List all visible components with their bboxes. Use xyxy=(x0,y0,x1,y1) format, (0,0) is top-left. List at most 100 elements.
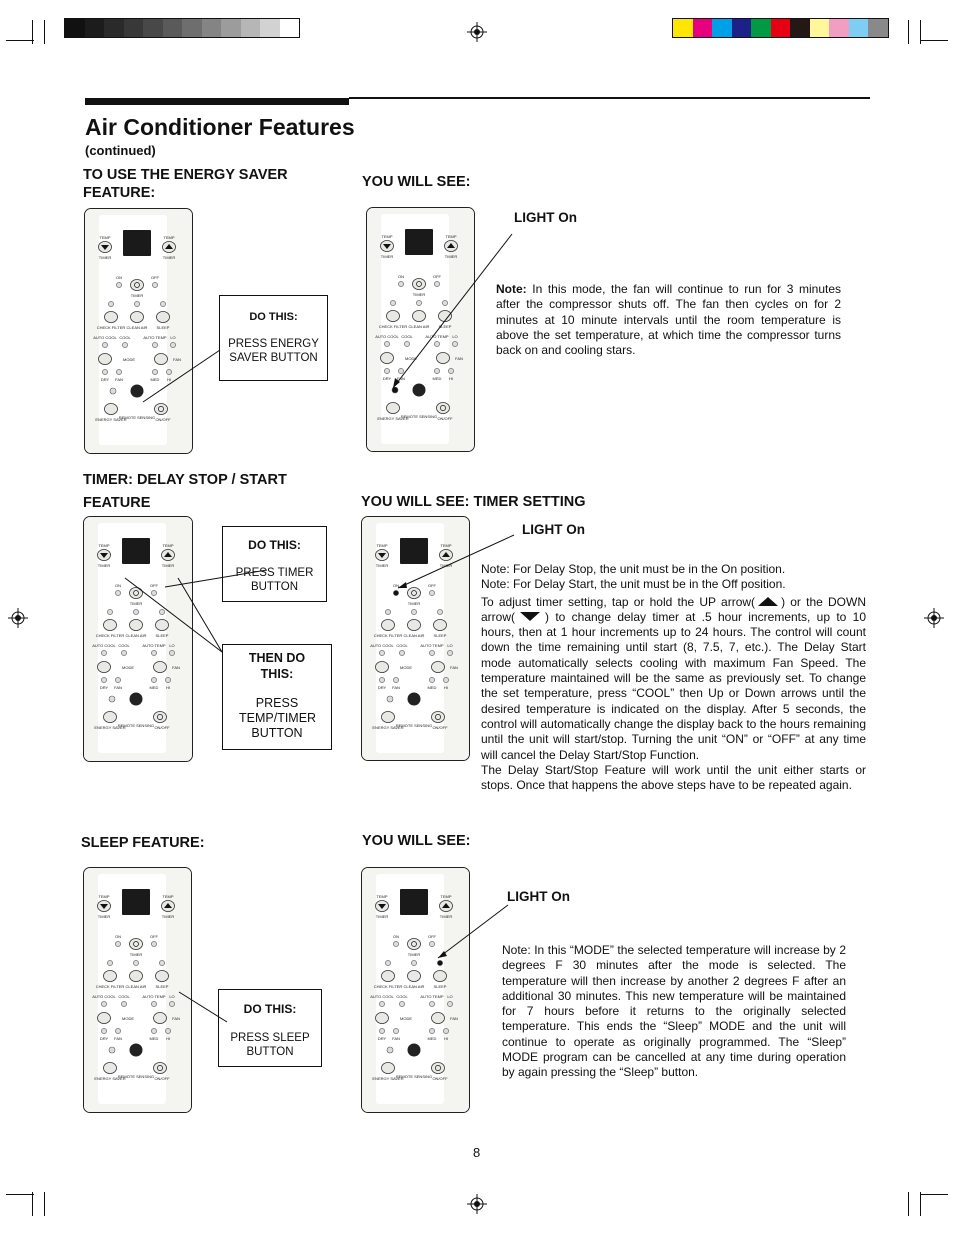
timer-button xyxy=(407,938,421,950)
sleep-label: SLEEP xyxy=(434,633,447,638)
indicator-light xyxy=(151,677,157,683)
clock-icon xyxy=(133,941,139,947)
on-off-button xyxy=(431,711,445,723)
up-arrow-icon xyxy=(758,596,779,606)
note-delay-stop: Note: For Delay Stop, the unit must be i… xyxy=(481,562,786,576)
temp-label: TEMP xyxy=(381,234,392,239)
remote-sensor xyxy=(407,692,421,706)
indicator-light xyxy=(399,1001,405,1007)
indicator-light xyxy=(447,1001,453,1007)
indicator-light xyxy=(151,650,157,656)
on-label: ON xyxy=(115,934,121,939)
dry-label: DRY xyxy=(383,376,392,381)
mode-button xyxy=(375,661,389,673)
indicator-light xyxy=(115,590,121,596)
lo-label: LO xyxy=(447,994,452,999)
remote-sensing-label: REMOTE SENSING xyxy=(396,1074,432,1079)
energy-saver-button xyxy=(103,1062,117,1074)
indicator-light xyxy=(101,650,107,656)
mode-label: MODE xyxy=(123,357,135,362)
lo-label: LO xyxy=(452,334,457,339)
fan-label: FAN xyxy=(114,1036,122,1041)
indicator-light xyxy=(107,609,113,615)
registration-mark-icon xyxy=(467,1194,487,1214)
off-label: OFF xyxy=(428,583,437,588)
indicator-light xyxy=(101,677,107,683)
note-adjust-timer: To adjust timer setting, tap or hold the… xyxy=(481,594,867,762)
on-off-label: ON/OFF xyxy=(432,1076,448,1081)
sleep-label: SLEEP xyxy=(439,324,452,329)
indicator-light xyxy=(169,1001,175,1007)
indicator-light xyxy=(442,300,448,306)
timer-heading-line1: TIMER: DELAY STOP / START xyxy=(83,472,287,488)
indicator-light xyxy=(429,650,435,656)
color-swatch xyxy=(162,19,182,37)
check-filter-button xyxy=(103,619,117,631)
sleep-label: SLEEP xyxy=(434,984,447,989)
check-filter-label: CHECK FILTER xyxy=(96,633,125,638)
page-number: 8 xyxy=(473,1145,481,1160)
timer-label: TIMER xyxy=(440,914,453,919)
sleep-button xyxy=(438,310,452,322)
clean-air-button xyxy=(129,619,143,631)
do-this-box: DO THIS: PRESS SLEEP BUTTON xyxy=(218,989,322,1067)
mode-label: MODE xyxy=(122,665,134,670)
indicator-light xyxy=(107,960,113,966)
sleep-button xyxy=(156,311,170,323)
indicator-light xyxy=(411,960,417,966)
dry-label: DRY xyxy=(100,1036,109,1041)
color-swatch xyxy=(260,19,280,37)
indicator-light xyxy=(133,609,139,615)
auto-cool-label: AUTO COOL xyxy=(92,643,116,648)
indicator-light xyxy=(398,368,404,374)
dry-label: DRY xyxy=(378,685,387,690)
sleep-button xyxy=(433,619,447,631)
lo-label: LO xyxy=(169,643,174,648)
color-swatch xyxy=(182,19,202,37)
mode-button xyxy=(97,1012,111,1024)
fan-button xyxy=(153,661,167,673)
energy-saver-label: ENERGY SAVER xyxy=(95,417,126,422)
indicator-light-on xyxy=(437,960,443,966)
on-label: ON xyxy=(115,583,121,588)
indicator-light xyxy=(151,590,157,596)
timer-label: TIMER xyxy=(130,601,143,606)
page-subtitle: (continued) xyxy=(85,143,156,158)
off-label: OFF xyxy=(150,934,159,939)
energy-saver-label: ENERGY SAVER xyxy=(372,1076,403,1081)
clean-air-label: CLEAN AIR xyxy=(404,633,425,638)
cool-label: COOL xyxy=(118,643,130,648)
up-arrow-icon xyxy=(164,552,172,557)
indicator-light-on xyxy=(391,386,399,394)
timer-label: TIMER xyxy=(98,563,111,568)
indicator-light xyxy=(429,1028,435,1034)
timer-label: TIMER xyxy=(413,292,426,297)
fan-label: FAN xyxy=(173,357,181,362)
on-label: ON xyxy=(116,275,122,280)
power-icon xyxy=(435,714,441,720)
then-do-this-title: THEN DO THIS: xyxy=(248,651,306,681)
display-screen xyxy=(400,889,428,915)
up-arrow-icon xyxy=(165,244,173,249)
check-filter-button xyxy=(381,970,395,982)
crop-mark xyxy=(920,1194,948,1195)
on-off-button xyxy=(153,711,167,723)
sleep-result-heading: YOU WILL SEE: xyxy=(362,833,471,849)
temp-label: TEMP xyxy=(445,234,456,239)
fan-label: FAN xyxy=(114,685,122,690)
indicator-light xyxy=(379,1001,385,1007)
timer-label: TIMER xyxy=(408,601,421,606)
med-label: MED xyxy=(428,685,437,690)
indicator-light xyxy=(133,960,139,966)
down-arrow-icon xyxy=(378,553,386,558)
clean-air-button xyxy=(407,970,421,982)
temp-label: TEMP xyxy=(98,543,109,548)
timer-label: TIMER xyxy=(440,563,453,568)
check-filter-button xyxy=(381,619,395,631)
fan-button xyxy=(431,661,445,673)
